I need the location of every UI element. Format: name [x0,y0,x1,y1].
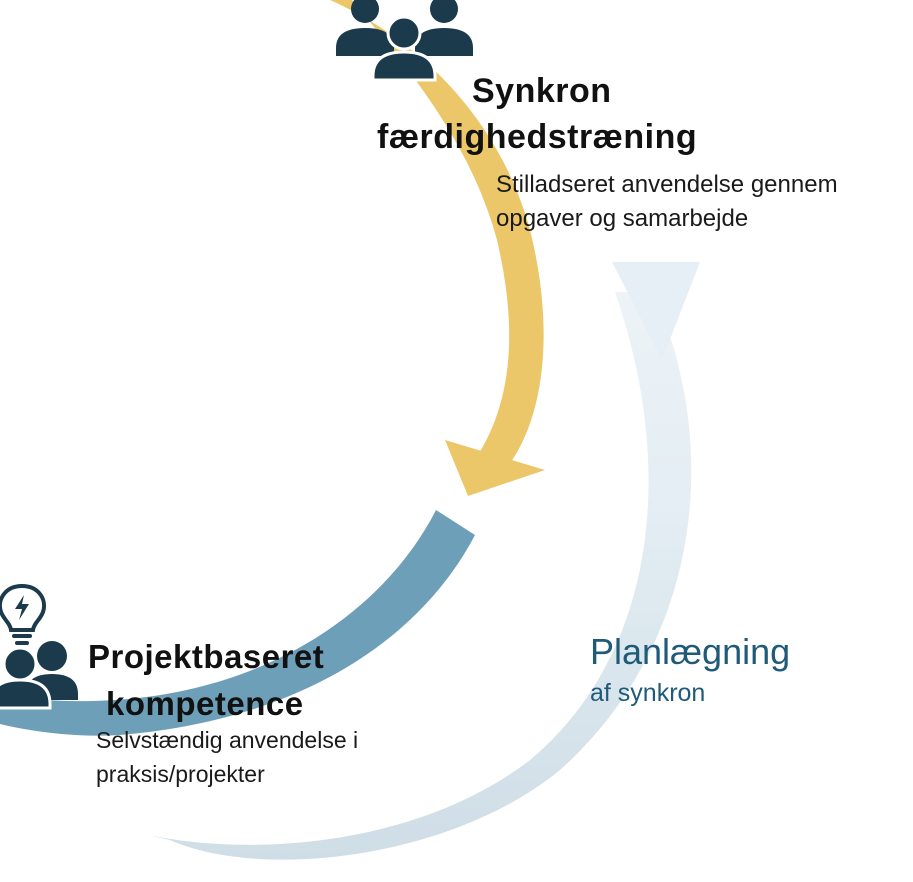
lightbulb-icon [0,583,46,645]
project-stage-title-line1: Projektbaseret [88,638,325,675]
planning-subtitle: af synkron [590,679,706,707]
sync-stage-desc-line1: Stilladseret anvendelse gennem [496,171,838,198]
sync-arrow-body [330,0,544,470]
sync-stage-title-line1: Synkron [472,72,612,110]
project-stage-desc-line1: Selvstændig anvendelse i [96,727,359,753]
project-arrow [0,510,475,736]
planning-arrow-body [135,292,692,860]
planning-arrow [135,262,700,860]
project-stage-title-line2: kompetence [106,685,304,722]
sync-arrow-head [445,440,545,496]
planning-title: Planlægning [590,631,791,672]
people-group-icon [336,0,473,82]
sync-stage-desc-line2: opgaver og samarbejde [496,205,749,232]
sync-arrow [330,0,545,496]
project-stage-desc-line2: praksis/projekter [96,761,265,787]
people-pair-icon [0,641,78,710]
sync-stage-title-line2: færdighedstræning [377,118,698,156]
project-arrow-body [0,510,475,736]
planning-arrow-head [612,262,700,360]
